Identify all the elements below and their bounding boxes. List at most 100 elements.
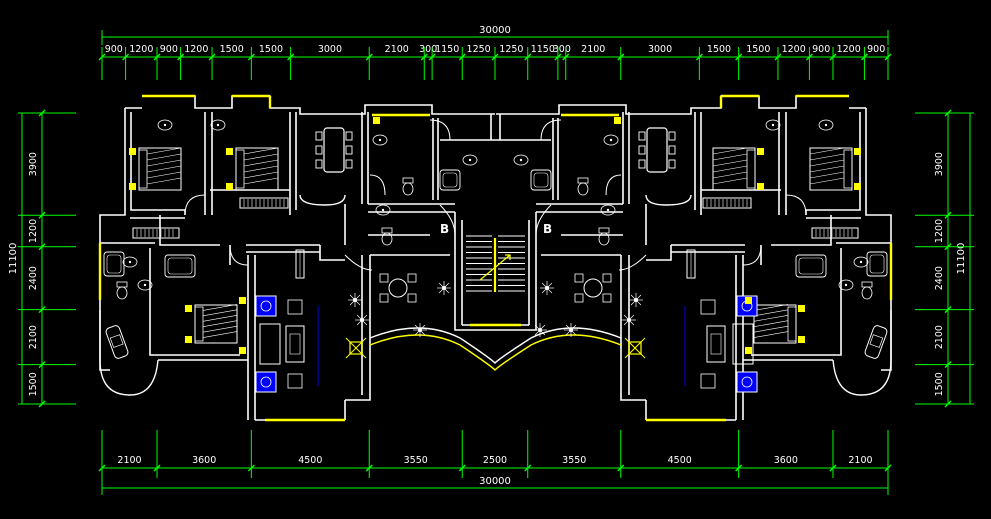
wash-basin <box>513 154 529 166</box>
round-table <box>388 278 408 298</box>
door-arc <box>618 254 647 271</box>
tub-inner <box>167 257 193 275</box>
floor-lamp <box>345 337 367 359</box>
right-unit-outline <box>496 95 892 371</box>
central-curved-balcony-inner <box>369 327 622 364</box>
segment-dimension-label: 4500 <box>298 455 322 466</box>
dimension-tick-mark <box>944 243 952 251</box>
cushion <box>260 376 272 388</box>
bed-hatch <box>202 325 238 333</box>
basin-drain <box>609 138 613 142</box>
round-table-set <box>574 273 612 303</box>
wardrobe-box <box>295 249 305 279</box>
basin-bowl <box>137 279 153 291</box>
bed-hatch <box>753 331 789 338</box>
bed-hatch <box>202 320 238 328</box>
dining-chair <box>668 131 676 141</box>
dimension-tick-mark <box>153 464 161 472</box>
wash-basin <box>600 204 616 216</box>
segment-dimension-label: 2100 <box>28 325 39 349</box>
plant <box>348 293 362 307</box>
bathtub <box>795 254 827 278</box>
dimension-tick-mark <box>884 53 892 61</box>
yellow-marker <box>239 297 246 304</box>
plant <box>564 323 578 337</box>
dimension-tick-mark <box>38 361 46 369</box>
plant-center <box>360 318 364 322</box>
segment-dimension-label: 1500 <box>259 44 283 55</box>
toilet-bowl <box>577 182 589 196</box>
sofa-set <box>255 295 319 393</box>
bed-hatch <box>809 147 845 155</box>
dimension-tick-mark <box>122 53 130 61</box>
dining-chair <box>345 159 353 169</box>
door-arc <box>439 204 456 236</box>
dining-table-set <box>638 127 676 173</box>
dimension-tick-mark <box>735 464 743 472</box>
left-balcony-top <box>299 194 346 206</box>
plant <box>540 281 554 295</box>
wardrobe-box <box>132 227 180 239</box>
central-curved-balcony <box>369 334 622 371</box>
dining-chair <box>315 131 323 141</box>
stair-label-left: B <box>440 222 449 236</box>
dimension-tick-mark <box>98 464 106 472</box>
dimension-tick-mark <box>554 53 562 61</box>
dimension-tick-mark <box>38 243 46 251</box>
pillow <box>138 149 148 189</box>
yellow-marker <box>239 347 246 354</box>
segment-dimension-label: 900 <box>105 44 123 55</box>
lamp-box <box>628 341 642 355</box>
segment-dimension-label: 1200 <box>28 219 39 243</box>
dimension-tick-mark <box>829 464 837 472</box>
armchair <box>736 371 758 393</box>
bed-hatch <box>243 147 279 155</box>
basin-bowl <box>375 204 391 216</box>
segment-dimension-label: 2400 <box>934 266 945 290</box>
bed-hatch <box>809 159 845 167</box>
lamp-box <box>349 341 363 355</box>
side-table <box>700 299 716 315</box>
dining-chair <box>638 131 646 141</box>
bed-hatch <box>146 171 182 179</box>
basin-drain <box>771 123 775 127</box>
total-dimension-label: 30000 <box>479 25 511 36</box>
chair <box>574 293 584 303</box>
dimension-tick-mark <box>944 306 952 314</box>
segment-dimension-label: 1500 <box>28 372 39 396</box>
plant <box>629 293 643 307</box>
basin-bowl <box>462 154 478 166</box>
wash-basin <box>818 119 834 131</box>
wash-basin <box>210 119 226 131</box>
segment-dimension-label: 2500 <box>483 455 507 466</box>
dining-chair <box>345 145 353 155</box>
dimension-tick-mark <box>944 361 952 369</box>
segment-dimension-label: 4500 <box>668 455 692 466</box>
chair <box>574 273 584 283</box>
wash-basin <box>375 204 391 216</box>
cushion <box>741 376 753 388</box>
bed <box>226 147 279 191</box>
segment-dimension-label: 2400 <box>28 266 39 290</box>
wardrobe-box <box>239 197 289 209</box>
dimension-tick-mark <box>287 53 295 61</box>
wash-basin <box>603 134 619 146</box>
plant-center <box>569 328 573 332</box>
tub-inner <box>869 254 885 274</box>
basin-drain <box>844 283 848 287</box>
plant-center <box>538 328 542 332</box>
basin-bowl <box>818 119 834 131</box>
car-window <box>869 334 884 348</box>
bed-hatch <box>202 304 238 311</box>
segment-dimension-label: 2100 <box>385 44 409 55</box>
bed-hatch <box>243 159 279 167</box>
basin-drain <box>606 208 610 212</box>
basin-bowl <box>157 119 173 131</box>
bed-hatch <box>809 171 845 179</box>
toilet <box>861 281 873 300</box>
segment-dimension-label: 1200 <box>184 44 208 55</box>
segment-dimension-label: 1250 <box>499 44 523 55</box>
toilet <box>381 227 393 246</box>
segment-dimension-label: 3900 <box>934 152 945 176</box>
